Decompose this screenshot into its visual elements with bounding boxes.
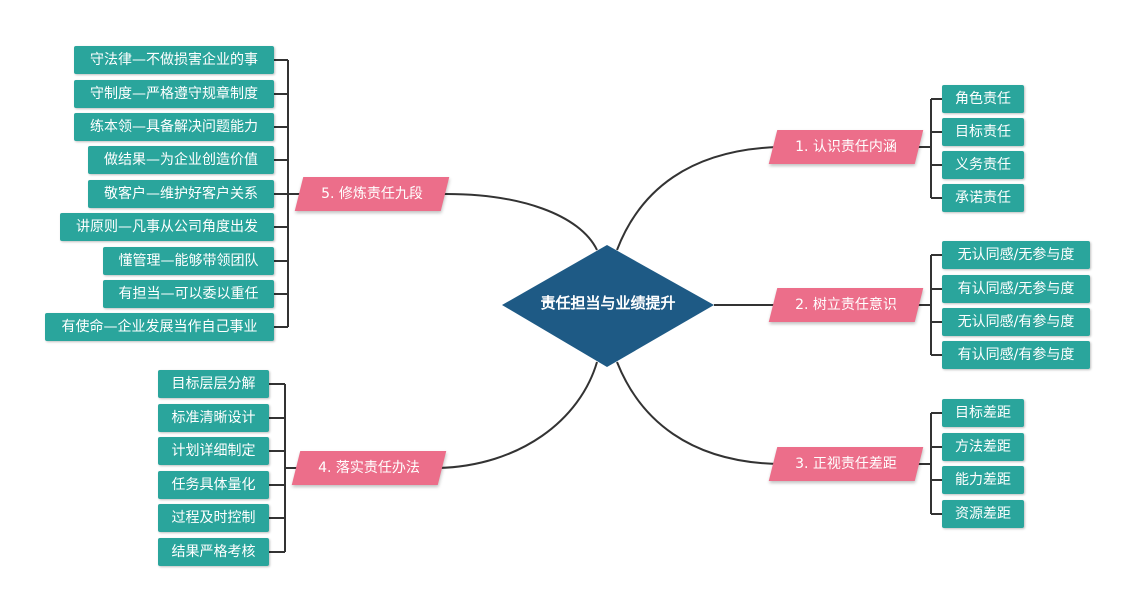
leaf-brackets xyxy=(269,59,942,553)
leaf-node-5-3[interactable]: 练本领—具备解决问题能力 xyxy=(74,113,274,141)
leaf-node-4-4[interactable]: 任务具体量化 xyxy=(158,471,269,499)
branch-node-5[interactable]: 5. 修炼责任九段 xyxy=(294,177,450,211)
leaf-node-3-3[interactable]: 能力差距 xyxy=(942,466,1024,494)
branch-node-1[interactable]: 1. 认识责任内涵 xyxy=(768,130,924,164)
connector-center-branch-5 xyxy=(440,192,598,251)
leaf-node-4-6[interactable]: 结果严格考核 xyxy=(158,538,269,566)
leaf-node-5-2[interactable]: 守制度—严格遵守规章制度 xyxy=(74,80,274,108)
leaf-node-2-1[interactable]: 无认同感/无参与度 xyxy=(942,241,1090,269)
branch-node-label: 5. 修炼责任九段 xyxy=(321,186,423,202)
leaf-node-1-1[interactable]: 角色责任 xyxy=(942,85,1024,113)
leaf-node-2-3[interactable]: 无认同感/有参与度 xyxy=(942,308,1090,336)
leaf-node-5-5[interactable]: 敬客户—维护好客户关系 xyxy=(88,180,274,208)
branch-node-label: 4. 落实责任办法 xyxy=(318,460,420,476)
leaf-node-1-4[interactable]: 承诺责任 xyxy=(942,184,1024,212)
leaf-node-2-4[interactable]: 有认同感/有参与度 xyxy=(942,341,1090,369)
connector-center-branch-3 xyxy=(616,361,779,465)
branch-node-label: 3. 正视责任差距 xyxy=(795,456,897,472)
leaf-node-4-3[interactable]: 计划详细制定 xyxy=(158,437,269,465)
leaf-node-5-7[interactable]: 懂管理—能够带领团队 xyxy=(103,247,274,275)
leaf-node-5-1[interactable]: 守法律—不做损害企业的事 xyxy=(74,46,274,74)
leaf-node-1-3[interactable]: 义务责任 xyxy=(942,151,1024,179)
leaf-node-1-2[interactable]: 目标责任 xyxy=(942,118,1024,146)
leaf-node-2-2[interactable]: 有认同感/无参与度 xyxy=(942,275,1090,303)
leaf-node-5-8[interactable]: 有担当—可以委以重任 xyxy=(103,280,274,308)
connector-curves xyxy=(437,146,779,469)
leaf-node-4-5[interactable]: 过程及时控制 xyxy=(158,504,269,532)
branch-node-4[interactable]: 4. 落实责任办法 xyxy=(291,451,447,485)
leaf-node-5-4[interactable]: 做结果—为企业创造价值 xyxy=(88,146,274,174)
branch-node-label: 1. 认识责任内涵 xyxy=(795,139,897,155)
branch-node-label: 2. 树立责任意识 xyxy=(795,297,897,313)
center-node-diamond xyxy=(502,245,714,367)
branch-node-2[interactable]: 2. 树立责任意识 xyxy=(768,288,924,322)
leaf-node-4-1[interactable]: 目标层层分解 xyxy=(158,370,269,398)
branch-node-3[interactable]: 3. 正视责任差距 xyxy=(768,447,924,481)
connector-center-branch-1 xyxy=(616,146,779,251)
leaf-node-3-4[interactable]: 资源差距 xyxy=(942,500,1024,528)
connector-center-branch-4 xyxy=(437,361,598,469)
center-node-label: 责任担当与业绩提升 xyxy=(540,294,676,312)
leaf-node-5-9[interactable]: 有使命—企业发展当作自己事业 xyxy=(45,313,274,341)
leaf-node-4-2[interactable]: 标准清晰设计 xyxy=(158,404,269,432)
leaf-node-5-6[interactable]: 讲原则—凡事从公司角度出发 xyxy=(60,213,274,241)
leaf-node-3-1[interactable]: 目标差距 xyxy=(942,399,1024,427)
leaf-node-3-2[interactable]: 方法差距 xyxy=(942,433,1024,461)
